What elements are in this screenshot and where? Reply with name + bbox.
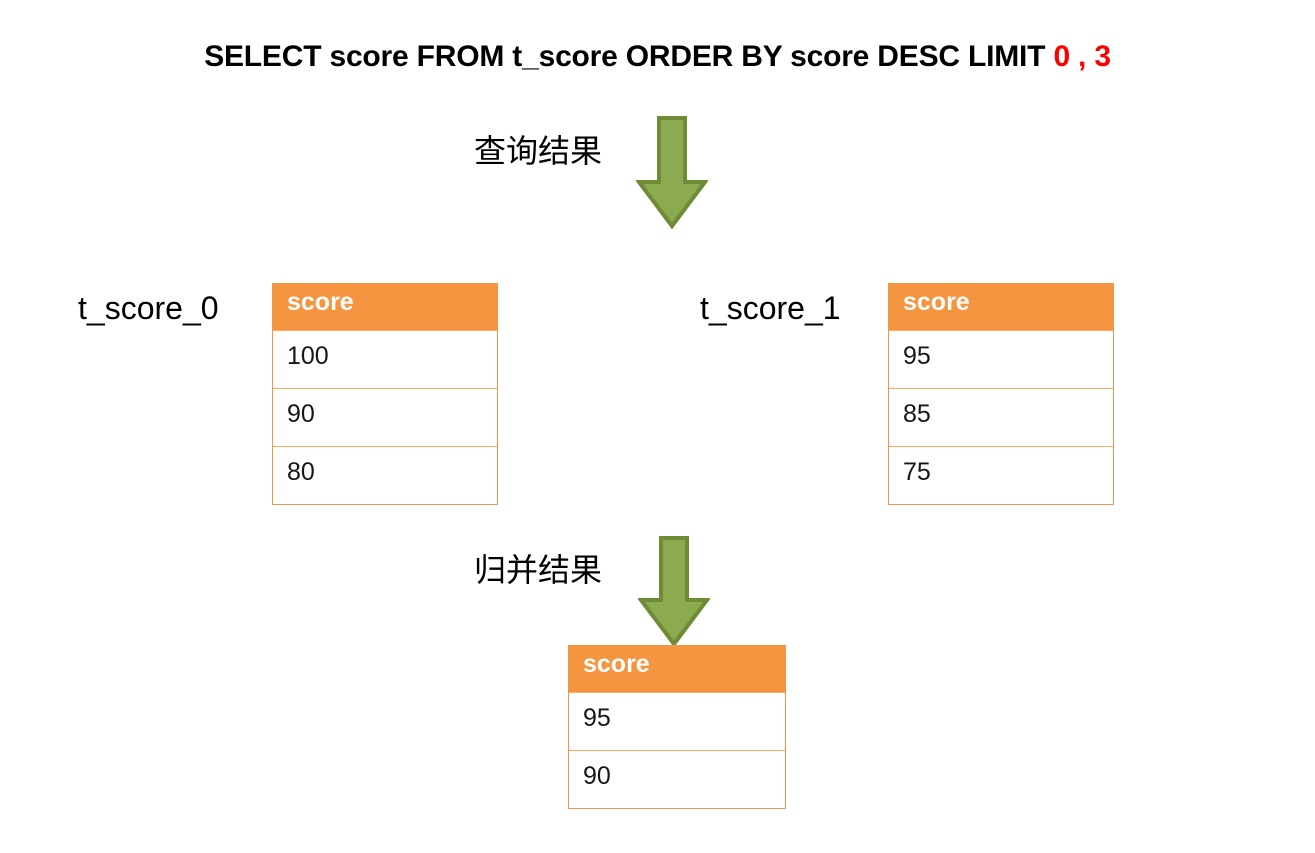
table-name-t_score_1: t_score_1	[700, 290, 841, 326]
merge-result-down-arrow-icon	[638, 536, 710, 648]
table-cell: 75	[889, 446, 1113, 504]
table-name-t_score_0: t_score_0	[78, 290, 219, 326]
query-result-down-arrow-icon	[636, 116, 708, 230]
table-cell: 95	[569, 692, 785, 750]
shard-table-t_score_0: score 100 90 80	[272, 283, 498, 505]
table-cell: 90	[273, 388, 497, 446]
table-cell: 85	[889, 388, 1113, 446]
sql-limit-clause: 0 , 3	[1053, 40, 1111, 73]
column-header-score: score	[889, 283, 1113, 330]
shard-table-t_score_1: score 95 85 75	[888, 283, 1114, 505]
table-cell: 80	[273, 446, 497, 504]
merged-result-table: score 95 90	[568, 645, 786, 809]
column-header-score: score	[273, 283, 497, 330]
sql-statement-title: SELECT score FROM t_score ORDER BY score…	[0, 40, 1315, 74]
column-header-score: score	[569, 645, 785, 692]
table-cell: 100	[273, 330, 497, 388]
merge-result-label: 归并结果	[474, 552, 603, 588]
table-cell: 95	[889, 330, 1113, 388]
table-cell: 90	[569, 750, 785, 808]
sql-statement-prefix: SELECT score FROM t_score ORDER BY score…	[204, 40, 1054, 73]
query-result-label: 查询结果	[474, 133, 603, 169]
